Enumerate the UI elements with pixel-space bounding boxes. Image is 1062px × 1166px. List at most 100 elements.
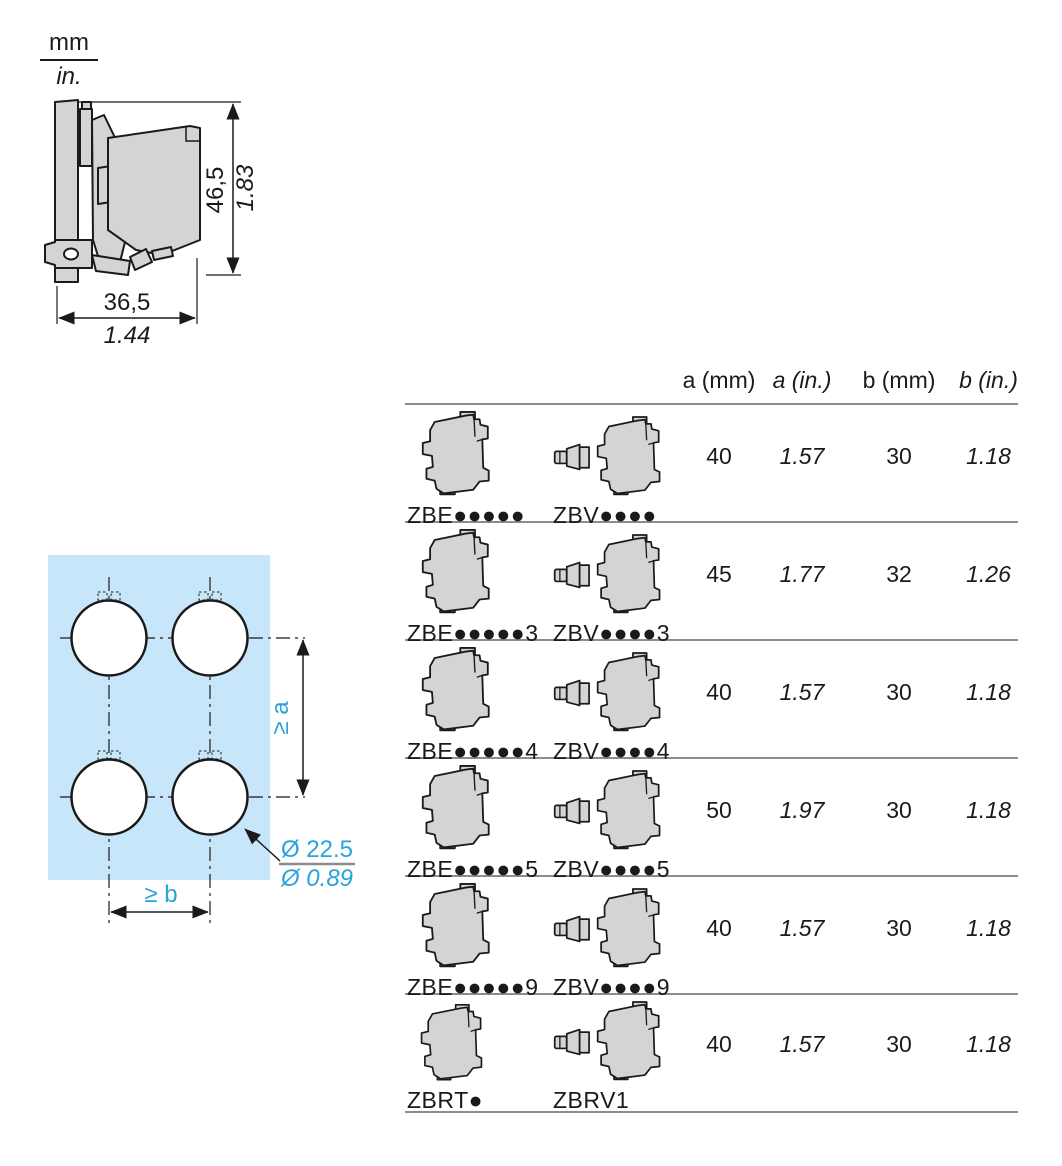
zbv-contact-block-icon <box>553 534 669 616</box>
product-cell: ZBE●●●●●3 ZBV●●●●3 <box>405 523 673 650</box>
product-reference: ZBE●●●●●9 <box>407 974 539 1000</box>
diameter-leader-line <box>244 828 281 862</box>
zbv-contact-block-icon <box>553 416 669 498</box>
drill-hole <box>70 599 148 677</box>
height-mm-value: 46,5 <box>202 167 229 214</box>
actuator-cap <box>81 101 92 110</box>
value-b-in: 1.18 <box>966 679 1011 705</box>
product-cell: ZBE●●●●●9 ZBV●●●●9 <box>405 877 673 1004</box>
drill-hole <box>70 758 148 836</box>
product-zbrv: ZBRV1 <box>553 1001 669 1112</box>
table-row: ZBE●●●●● ZBV●●●● 40 1.57 30 1.18 <box>405 405 1018 527</box>
width-in-value: 1.44 <box>104 322 151 349</box>
product-cell: ZBRT● ZBRV1 <box>405 995 673 1117</box>
zbrv-contact-block-icon <box>553 1001 669 1083</box>
product-zbv: ZBV●●●● <box>553 416 669 527</box>
product-zbe: ZBE●●●●●9 <box>407 883 553 999</box>
bottom-tab <box>129 248 153 271</box>
zbe-contact-block-icon <box>421 411 490 496</box>
value-b-in: 1.18 <box>966 1030 1011 1057</box>
zbv-contact-block-icon <box>553 888 669 970</box>
value-a-mm: 40 <box>706 443 732 469</box>
product-reference: ZBRT● <box>407 1087 484 1113</box>
value-a-in: 1.57 <box>779 1030 825 1057</box>
zbe-contact-block-icon <box>421 529 490 614</box>
side-view-drawing: 46,5 1.83 36,5 1.44 <box>44 99 259 349</box>
product-cell: ZBE●●●●●4 ZBV●●●●4 <box>405 641 673 768</box>
table-row: ZBRT● ZBRV1 40 1.57 30 1.18 <box>405 995 1018 1113</box>
value-b-mm: 30 <box>886 797 912 823</box>
table-row: ZBE●●●●●4 ZBV●●●●4 40 1.57 30 1.18 <box>405 641 1018 763</box>
product-reference: ZBE●●●●●4 <box>407 738 539 764</box>
zbe-contact-block-icon <box>421 765 490 850</box>
value-a-in: 1.97 <box>779 797 825 823</box>
product-reference: ZBE●●●●●3 <box>407 620 539 646</box>
mounting-plate <box>54 99 79 283</box>
screw-hole <box>63 247 79 261</box>
value-a-in: 1.57 <box>779 915 825 941</box>
height-in-value: 1.83 <box>232 164 259 211</box>
body-foot <box>151 246 174 261</box>
header-a-in: a (in.) <box>772 367 832 393</box>
contact-block-side-view <box>44 99 201 283</box>
value-b-mm: 30 <box>886 915 912 941</box>
value-a-in: 1.77 <box>779 561 825 587</box>
value-b-mm: 30 <box>886 679 912 705</box>
product-zbv: ZBV●●●●4 <box>553 652 670 763</box>
product-zbrt: ZBRT● <box>407 1004 553 1112</box>
value-a-mm: 40 <box>706 679 732 705</box>
value-a-mm: 40 <box>706 1030 732 1057</box>
panel-drilling-diagram: ≥ a ≥ b Ø 22.5 Ø 0.89 <box>48 555 355 923</box>
product-zbe: ZBE●●●●●5 <box>407 765 553 881</box>
units-metric-label: mm <box>40 29 98 62</box>
product-zbe: ZBE●●●●●3 <box>407 529 553 645</box>
dimensions-table: a (mm) a (in.) b (mm) b (in.) ZBE●●●●● Z… <box>405 363 1018 1113</box>
spacing-b-label: ≥ b <box>144 881 177 908</box>
product-reference: ZBV●●●●4 <box>553 738 671 764</box>
product-reference: ZBV●●●●9 <box>553 974 671 1000</box>
zbe-contact-block-icon <box>421 647 490 732</box>
drill-hole <box>171 758 249 836</box>
actuator-strip <box>79 108 93 167</box>
value-b-mm: 30 <box>886 1030 912 1057</box>
value-b-in: 1.18 <box>966 915 1011 941</box>
header-b-mm: b (mm) <box>862 367 936 393</box>
product-cell: ZBE●●●●●5 ZBV●●●●5 <box>405 759 673 886</box>
diameter-mm-label: Ø 22.5 <box>281 836 353 863</box>
table-row: ZBE●●●●●5 ZBV●●●●5 50 1.97 30 1.18 <box>405 759 1018 881</box>
value-a-mm: 50 <box>706 797 732 823</box>
product-zbv: ZBV●●●●9 <box>553 888 670 999</box>
zbe-contact-block-icon <box>421 883 490 968</box>
product-reference: ZBV●●●●3 <box>553 620 671 646</box>
product-reference: ZBRV1 <box>553 1087 630 1113</box>
table-row: ZBE●●●●●3 ZBV●●●●3 45 1.77 32 1.26 <box>405 523 1018 645</box>
header-b-in: b (in.) <box>959 367 1018 393</box>
drill-hole <box>171 599 249 677</box>
product-reference: ZBE●●●●● <box>407 502 526 528</box>
product-zbe: ZBE●●●●●4 <box>407 647 553 763</box>
product-zbv: ZBV●●●●3 <box>553 534 670 645</box>
header-a-mm: a (mm) <box>682 367 756 393</box>
value-b-in: 1.18 <box>966 797 1011 823</box>
product-reference: ZBE●●●●●5 <box>407 856 539 882</box>
value-a-in: 1.57 <box>779 679 825 705</box>
product-zbe: ZBE●●●●● <box>407 411 553 527</box>
contact-body <box>107 125 201 256</box>
zbrt-contact-block-icon <box>420 1004 483 1081</box>
units-imperial-label: in. <box>56 63 82 91</box>
diameter-in-label: Ø 0.89 <box>280 865 353 892</box>
product-zbv: ZBV●●●●5 <box>553 770 670 881</box>
spacing-a-label: ≥ a <box>267 701 294 735</box>
zbv-contact-block-icon <box>553 770 669 852</box>
value-a-in: 1.57 <box>779 443 825 469</box>
notch-marks <box>97 591 222 760</box>
value-b-mm: 30 <box>886 443 912 469</box>
table-header-row: a (mm) a (in.) b (mm) b (in.) <box>405 363 1018 405</box>
value-b-in: 1.18 <box>966 443 1011 469</box>
table-row: ZBE●●●●●9 ZBV●●●●9 40 1.57 30 1.18 <box>405 877 1018 999</box>
header-spacer <box>405 363 673 403</box>
body-notch <box>185 127 200 142</box>
product-reference: ZBV●●●● <box>553 502 657 528</box>
units-legend: mm in. <box>40 29 98 91</box>
